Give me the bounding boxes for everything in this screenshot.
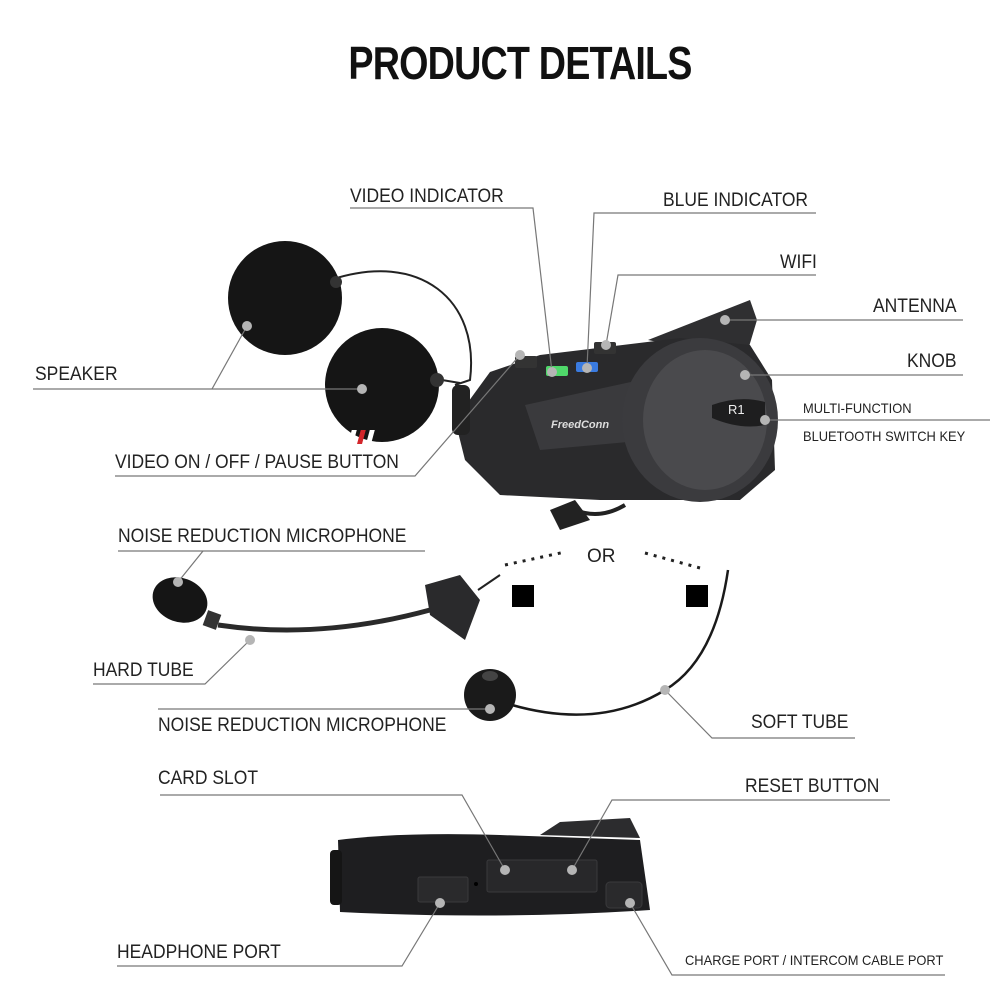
connector-square [686, 585, 708, 607]
hard-tube-microphone [152, 574, 501, 640]
speaker-wire [329, 270, 473, 386]
label-soft-tube: SOFT TUBE [751, 712, 849, 733]
label-charge-port: CHARGE PORT / INTERCOM CABLE PORT [685, 952, 944, 968]
label-bluetooth-switch-key: BLUETOOTH SWITCH KEY [803, 428, 966, 444]
label-video-button: VIDEO ON / OFF / PAUSE BUTTON [115, 452, 399, 473]
label-speaker: SPEAKER [35, 364, 118, 385]
callout-dots [173, 315, 770, 908]
label-headphone-port: HEADPHONE PORT [117, 942, 281, 963]
label-multi-function: MULTI-FUNCTION [803, 400, 912, 416]
label-noise-mic-bottom: NOISE REDUCTION MICROPHONE [158, 715, 447, 736]
label-video-indicator: VIDEO INDICATOR [350, 186, 504, 207]
label-antenna: ANTENNA [873, 296, 957, 317]
label-reset-button: RESET BUTTON [745, 776, 880, 797]
model-label: R1 [728, 402, 745, 417]
page-title: PRODUCT DETAILS [348, 37, 692, 89]
speaker-icon [228, 241, 342, 355]
label-wifi: WIFI [780, 252, 817, 273]
leader-lines [33, 207, 990, 976]
label-or: OR [587, 546, 616, 567]
label-noise-mic-top: NOISE REDUCTION MICROPHONE [118, 526, 407, 547]
label-card-slot: CARD SLOT [158, 768, 259, 789]
label-blue-indicator: BLUE INDICATOR [663, 190, 809, 211]
label-knob: KNOB [907, 351, 957, 372]
brand-logo: FreedConn [551, 419, 609, 431]
connector-square [512, 585, 534, 607]
label-hard-tube: HARD TUBE [93, 660, 194, 681]
intercom-device: R1 FreedConn [348, 300, 778, 530]
speaker-icon [325, 328, 439, 442]
intercom-side-view [330, 818, 650, 916]
